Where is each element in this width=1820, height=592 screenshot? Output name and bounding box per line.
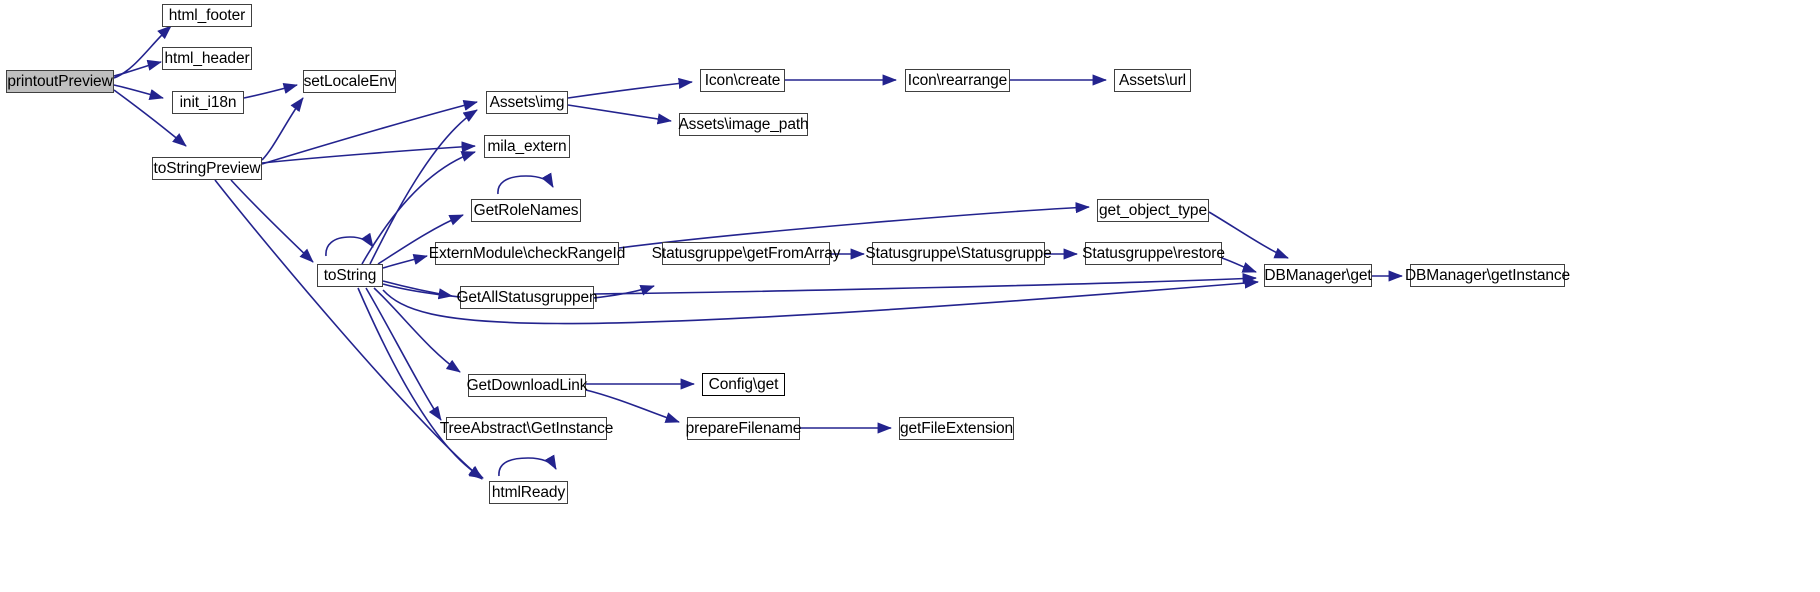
graph-node-label: mila_extern [487, 137, 567, 155]
edge-printoutPreview-to-init_i18n [113, 84, 164, 100]
graph-node-mila_extern[interactable]: mila_extern [484, 135, 570, 158]
graph-node-label: GetRoleNames [473, 201, 579, 219]
graph-node-Icon-rearrange[interactable]: Icon\rearrange [905, 69, 1010, 92]
edge-toString-to-htmlReady [357, 287, 484, 479]
graph-node-TreeAbstract-GetInstance[interactable]: TreeAbstract\GetInstance [440, 417, 613, 440]
graph-node-label: Assets\img [489, 93, 565, 111]
graph-node-Statusgruppe-Statusgruppe[interactable]: Statusgruppe\Statusgruppe [865, 242, 1052, 265]
graph-node-toString[interactable]: toString [317, 264, 383, 287]
graph-node-label: TreeAbstract\GetInstance [439, 419, 614, 437]
graph-node-label: toString [323, 266, 377, 284]
graph-node-label: htmlReady [491, 483, 566, 501]
graph-node-label: printoutPreview [7, 72, 113, 90]
edge-printoutPreview-to-html_header [113, 59, 162, 77]
graph-node-label: getFileExtension [900, 419, 1013, 437]
graph-node-init_i18n[interactable]: init_i18n [172, 91, 244, 114]
edge-printoutPreview-to-toStringPreview [113, 89, 187, 147]
graph-node-label: Assets\url [1118, 71, 1187, 89]
edge-Assets-img-to-Icon-create [567, 77, 693, 99]
graph-node-Assets-url[interactable]: Assets\url [1114, 69, 1191, 92]
graph-node-label: GetDownloadLink [466, 376, 588, 394]
edge-toString-to-ExternModule-checkRangeId [382, 254, 428, 269]
edge-toString-to-toString [325, 232, 374, 257]
graph-node-getFileExtension[interactable]: getFileExtension [899, 417, 1014, 440]
graph-node-label: DBManager\get [1264, 266, 1372, 284]
graph-node-html_footer[interactable]: html_footer [162, 4, 252, 27]
graph-node-GetDownloadLink[interactable]: GetDownloadLink [467, 374, 588, 397]
graph-node-GetAllStatusgruppen[interactable]: GetAllStatusgruppen [456, 286, 598, 309]
graph-node-setLocaleEnv[interactable]: setLocaleEnv [303, 70, 396, 93]
graph-node-printoutPreview[interactable]: printoutPreview [6, 70, 114, 93]
graph-node-Assets-image_path[interactable]: Assets\image_path [678, 113, 809, 136]
edge-toString-to-GetRoleNames [377, 214, 464, 265]
edge-htmlReady-to-htmlReady [498, 454, 557, 477]
edge-get_object_type-to-DBManager-get [1208, 211, 1289, 259]
graph-node-ExternModule-checkRangeId[interactable]: ExternModule\checkRangeId [429, 242, 625, 265]
graph-node-label: html_header [164, 49, 250, 67]
edge-toString-to-DBManager-get [382, 277, 1259, 325]
graph-node-Config-get[interactable]: Config\get [702, 373, 785, 396]
graph-node-label: Statusgruppe\Statusgruppe [865, 244, 1052, 262]
graph-node-DBManager-getInstance[interactable]: DBManager\getInstance [1405, 264, 1570, 287]
graph-node-label: get_object_type [1099, 201, 1207, 219]
graph-node-label: Statusgruppe\getFromArray [651, 244, 841, 262]
edge-toStringPreview-to-Assets-img [261, 99, 478, 165]
graph-node-label: init_i18n [179, 93, 237, 111]
graph-node-label: Statusgruppe\restore [1082, 244, 1225, 262]
graph-node-label: setLocaleEnv [303, 72, 396, 90]
graph-node-label: toStringPreview [153, 159, 261, 177]
graph-node-GetRoleNames[interactable]: GetRoleNames [471, 199, 581, 222]
edges-group [113, 25, 1403, 480]
graph-node-htmlReady[interactable]: htmlReady [489, 481, 568, 504]
edge-Statusgruppe-restore-to-DBManager-get [1221, 257, 1257, 273]
edge-ExternModule-checkRangeId-to-get_object_type [618, 202, 1090, 249]
edge-toString-to-mila_extern [361, 151, 476, 265]
edge-toString-to-TreeAbstract-GetInstance [365, 287, 442, 421]
graph-node-label: Assets\image_path [678, 115, 809, 133]
graph-node-Assets-img[interactable]: Assets\img [486, 91, 568, 114]
edge-GetAllStatusgruppen-to-DBManager-get [593, 272, 1257, 295]
edge-toStringPreview-to-mila_extern [261, 141, 476, 164]
edge-toString-to-GetDownloadLink [373, 287, 461, 373]
graph-node-label: prepareFilename [685, 419, 802, 437]
graph-node-label: DBManager\getInstance [1404, 266, 1571, 284]
graph-node-label: html_footer [168, 6, 246, 24]
graph-node-label: Icon\rearrange [907, 71, 1008, 89]
graph-node-label: Config\get [708, 375, 779, 393]
graph-node-Statusgruppe-restore[interactable]: Statusgruppe\restore [1082, 242, 1225, 265]
graph-node-html_header[interactable]: html_header [162, 47, 252, 70]
graph-node-label: Icon\create [704, 71, 781, 89]
edge-toStringPreview-to-toString [230, 179, 314, 263]
edge-Assets-img-to-Assets-image_path [567, 104, 672, 125]
graph-node-Statusgruppe-getFromArray[interactable]: Statusgruppe\getFromArray [652, 242, 840, 265]
edge-GetRoleNames-to-GetRoleNames [497, 172, 554, 195]
graph-node-Icon-create[interactable]: Icon\create [700, 69, 785, 92]
edge-toString-to-GetAllStatusgruppen [382, 280, 453, 300]
graph-node-prepareFilename[interactable]: prepareFilename [686, 417, 801, 440]
edge-init_i18n-to-setLocaleEnv [243, 83, 298, 99]
edge-GetDownloadLink-to-prepareFilename [585, 389, 680, 423]
graph-node-label: ExternModule\checkRangeId [428, 244, 626, 262]
graph-node-get_object_type[interactable]: get_object_type [1097, 199, 1209, 222]
graph-node-label: GetAllStatusgruppen [456, 288, 598, 306]
graph-node-DBManager-get[interactable]: DBManager\get [1264, 264, 1372, 287]
edge-toString-to-Assets-img [369, 109, 478, 265]
edge-toStringPreview-to-setLocaleEnv [261, 97, 304, 161]
graph-node-toStringPreview[interactable]: toStringPreview [152, 157, 262, 180]
